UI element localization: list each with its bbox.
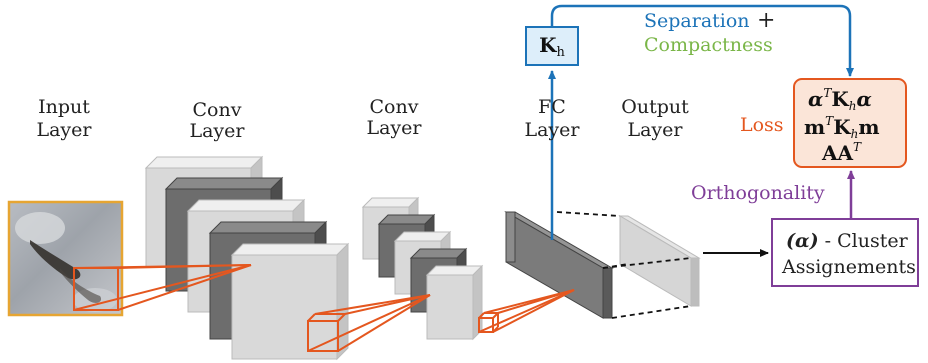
fc-block [478, 211, 614, 333]
svg-text:Kh: Kh [539, 33, 565, 60]
fc-output-connectors [556, 211, 692, 319]
conv1-stack [73, 155, 350, 361]
loss-term-2: mTKhm [804, 114, 879, 141]
plus-sign: + [757, 8, 775, 33]
kh-box: Kh [525, 26, 579, 66]
loss-term-1: αTKhα [808, 86, 872, 113]
compactness-label: Compactness [644, 34, 773, 56]
cluster-line-1: (α) - Cluster [786, 230, 909, 252]
fc-label-2: Layer [524, 119, 580, 141]
output-block [618, 215, 701, 307]
orthogonality-label: Orthogonality [691, 182, 825, 204]
separation-label: Separation [644, 10, 750, 32]
fc-label-1: FC [538, 96, 566, 118]
conv2-label-2: Layer [366, 117, 422, 139]
kh-sub: h [557, 45, 566, 60]
kh-to-loss-path [550, 4, 854, 77]
kh-main: K [539, 33, 557, 57]
conv1-label-1: Conv [193, 99, 242, 121]
output-label-2: Layer [627, 119, 683, 141]
loss-term-3: AAT [821, 140, 862, 165]
input-label-2: Layer [36, 119, 92, 141]
conv2-stack [307, 196, 499, 352]
conv1-label-2: Layer [189, 120, 245, 142]
input-label-1: Input [38, 96, 90, 118]
loss-label: Loss [740, 114, 784, 136]
output-label-1: Output [621, 96, 689, 118]
input-image [7, 200, 124, 317]
conv2-label-1: Conv [370, 96, 419, 118]
cluster-line-2: Assignements [781, 256, 916, 278]
cluster-box: (α) - Cluster Assignements [771, 218, 919, 287]
layer-labels: Input Layer Conv Layer Conv Layer FC Lay… [36, 96, 689, 142]
loss-box: αTKhα mTKhm AAT [793, 78, 907, 168]
